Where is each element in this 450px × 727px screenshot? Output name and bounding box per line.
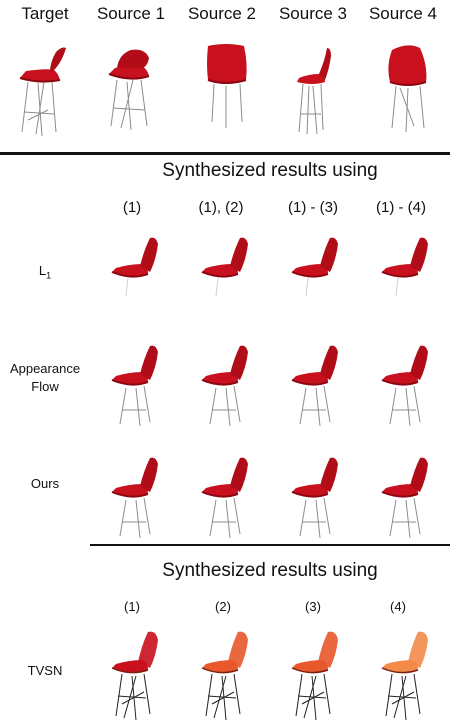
row-label-l1-text: L	[38, 263, 47, 278]
synthesized-chair-image	[272, 334, 362, 427]
row-label-tvsn: TVSN	[27, 663, 63, 678]
tvsn-chair-image	[362, 624, 450, 721]
section2-column-header: (1)	[124, 599, 140, 614]
section1-column-header: (1) - (4)	[376, 199, 426, 216]
row-label-l1: L1	[0, 262, 90, 285]
synthesized-chair-image	[272, 226, 362, 316]
section-divider-thin	[90, 544, 450, 546]
section1-title: Synthesized results using	[162, 160, 378, 181]
synthesized-chair-image	[92, 446, 182, 539]
synthesized-chair-image	[272, 446, 362, 539]
header-source-3: Source 3	[278, 4, 348, 23]
row-label-appearance-line2: Flow	[31, 379, 59, 394]
section2-column-header: (3)	[305, 599, 321, 614]
header-source-2: Source 2	[187, 4, 257, 23]
synthesized-chair-image	[362, 226, 450, 316]
row-label-l1-subscript: 1	[46, 270, 52, 281]
synthesized-chair-image	[92, 334, 182, 427]
synthesized-chair-image	[182, 446, 272, 539]
chair-image-source-4	[364, 40, 450, 133]
section1-column-header: (1)	[122, 199, 142, 216]
tvsn-chair-image	[182, 624, 272, 721]
header-target: Target	[21, 4, 69, 23]
synthesized-chair-image	[362, 446, 450, 539]
row-label-appearance-line1: Appearance	[9, 361, 81, 376]
header-source-4: Source 4	[368, 4, 438, 23]
row-label-appearance-flow: Appearance Flow	[0, 360, 90, 396]
row-label-ours: Ours	[30, 476, 60, 491]
chair-image-source-1	[91, 40, 181, 131]
synthesized-chair-image	[182, 226, 272, 316]
section-divider-thick	[0, 152, 450, 155]
section2-column-header: (2)	[215, 599, 231, 614]
chair-image-source-2	[182, 40, 272, 130]
synthesized-chair-image	[362, 334, 450, 427]
header-source-1: Source 1	[96, 4, 166, 23]
synthesized-chair-image	[92, 226, 182, 316]
section1-column-header: (1) - (3)	[288, 199, 338, 216]
section2-column-header: (4)	[390, 599, 406, 614]
section2-title: Synthesized results using	[162, 560, 378, 581]
tvsn-chair-image	[272, 624, 362, 721]
section1-column-header: (1), (2)	[198, 199, 244, 216]
chair-image-source-3	[273, 40, 363, 135]
synthesized-chair-image	[182, 334, 272, 427]
chair-image-target	[0, 40, 90, 137]
tvsn-chair-image	[92, 624, 182, 721]
